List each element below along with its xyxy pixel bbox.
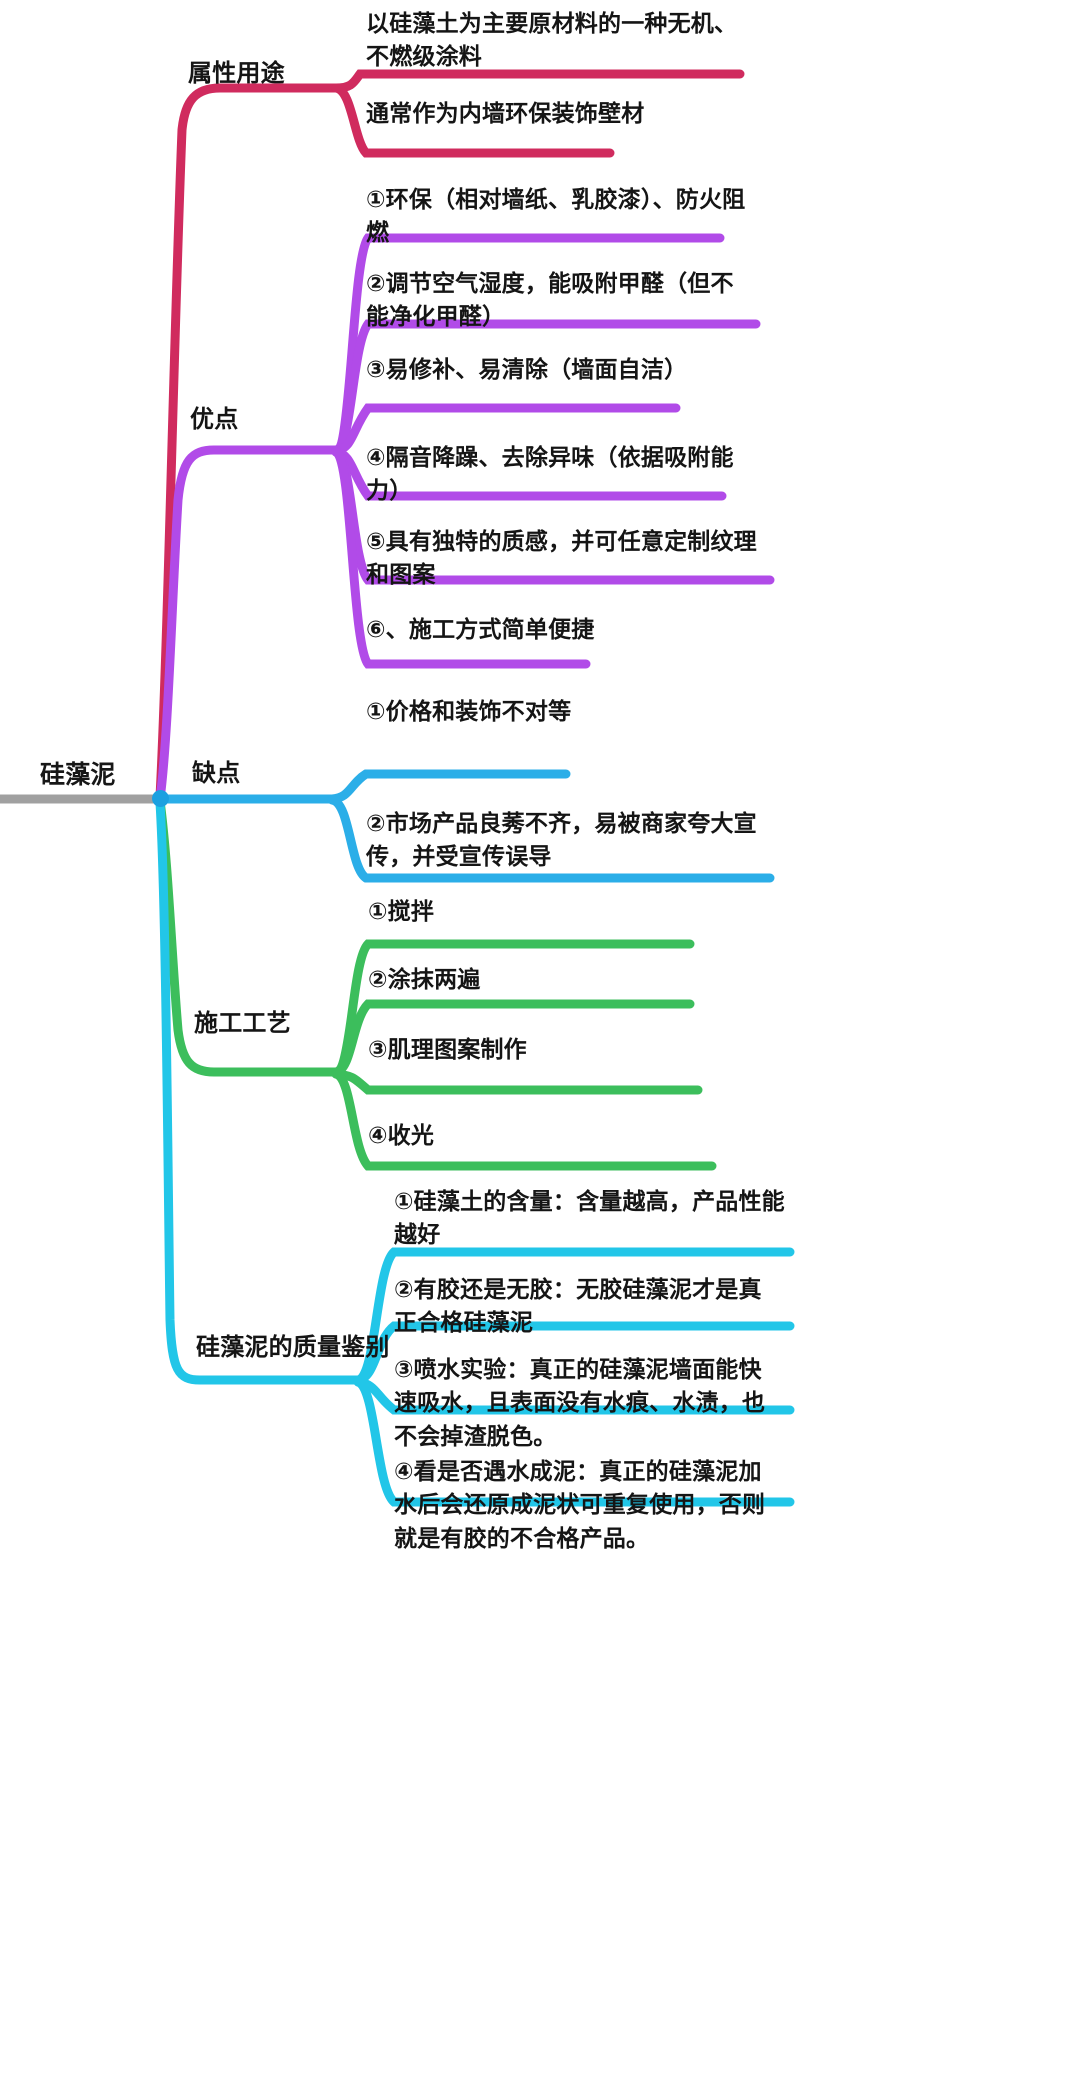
leaf-label-advantages-4[interactable]: ⑤具有独特的质感，并可任意定制纹理和图案 xyxy=(366,528,757,588)
leaf-label-process-3[interactable]: ④收光 xyxy=(368,1122,435,1148)
root-node-label[interactable]: 硅藻泥 xyxy=(40,761,116,789)
branch-label-attributes[interactable]: 属性用途 xyxy=(188,60,285,87)
leaf-label-quality-0[interactable]: ①硅藻土的含量：含量越高，产品性能越好 xyxy=(394,1188,785,1248)
branch-label-quality[interactable]: 硅藻泥的质量鉴别 xyxy=(196,1334,390,1361)
root-node-dot xyxy=(152,790,169,807)
leaf-label-disadvantages-1[interactable]: ②市场产品良莠不齐，易被商家夸大宣传，并受宣传误导 xyxy=(366,810,757,870)
leaf-label-advantages-2[interactable]: ③易修补、易清除（墙面自洁） xyxy=(366,356,688,382)
leaf-label-process-0[interactable]: ①搅拌 xyxy=(368,898,435,924)
leaf-label-process-1[interactable]: ②涂抹两遍 xyxy=(368,966,481,992)
leaf-label-advantages-0[interactable]: ①环保（相对墙纸、乳胶漆）、防火阻燃 xyxy=(366,186,746,246)
leaf-label-quality-2[interactable]: ③喷水实验：真正的硅藻泥墙面能快速吸水，且表面没有水痕、水渍，也不会掉渣脱色。 xyxy=(394,1356,766,1449)
leaf-label-attributes-0[interactable]: 以硅藻土为主要原材料的一种无机、不燃级涂料 xyxy=(366,10,738,70)
branch-label-disadvantages[interactable]: 缺点 xyxy=(192,760,241,787)
leaf-label-quality-3[interactable]: ④看是否遇水成泥：真正的硅藻泥加水后会还原成泥状可重复使用，否则就是有胶的不合格… xyxy=(394,1458,766,1551)
leaf-label-advantages-5[interactable]: ⑥、施工方式简单便捷 xyxy=(366,616,595,642)
leaf-label-advantages-3[interactable]: ④隔音降躁、去除异味（依据吸附能力） xyxy=(366,444,734,504)
leaf-label-attributes-1[interactable]: 通常作为内墙环保装饰壁材 xyxy=(366,100,645,126)
leaf-label-quality-1[interactable]: ②有胶还是无胶：无胶硅藻泥才是真正合格硅藻泥 xyxy=(394,1276,762,1336)
leaf-label-process-2[interactable]: ③肌理图案制作 xyxy=(368,1036,527,1062)
leaf-label-disadvantages-0[interactable]: ①价格和装饰不对等 xyxy=(366,698,572,724)
branch-label-process[interactable]: 施工工艺 xyxy=(194,1010,291,1037)
branch-label-advantages[interactable]: 优点 xyxy=(190,406,239,433)
leaf-label-advantages-1[interactable]: ②调节空气湿度，能吸附甲醛（但不能净化甲醛） xyxy=(366,270,734,330)
